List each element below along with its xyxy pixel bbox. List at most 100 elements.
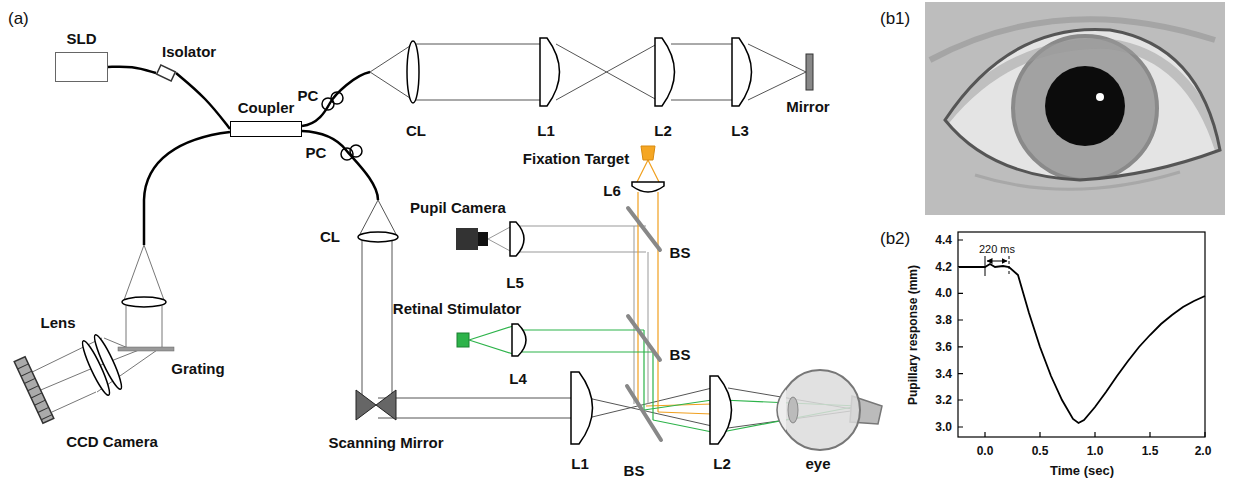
tick-label: 0.5 (1032, 445, 1049, 457)
sample-beam (378, 398, 573, 418)
beam-splitter (627, 208, 661, 440)
component-label: SLD (67, 31, 97, 46)
lens (571, 372, 593, 444)
tick-label: 4.4 (935, 234, 952, 246)
fixation-beam (646, 404, 712, 414)
reference-beam (748, 44, 806, 100)
eye-photo (945, 36, 1220, 180)
component-label: Isolator (162, 44, 216, 59)
spectrometer-beam (24, 245, 164, 412)
chart-axes (985, 432, 1205, 437)
part-label: CL (320, 229, 340, 244)
part-label: CL (406, 123, 426, 138)
spectrometer-beam (126, 306, 162, 347)
part-label: eye (805, 456, 830, 471)
chart-axes (958, 232, 1205, 437)
reference-beam (556, 44, 657, 100)
eye-illustration (788, 397, 798, 423)
panel-label: (b2) (880, 230, 910, 247)
reference-beam (413, 44, 542, 100)
tick-label: 4.2 (935, 261, 952, 273)
latency-marker (987, 261, 1007, 262)
part-label: Retinal Stimulator (393, 301, 521, 316)
pupil-camera-beam (634, 226, 648, 404)
part-label: PC (306, 145, 327, 160)
annotation: 220 ms (979, 244, 1015, 255)
coupler-box: Coupler (230, 121, 302, 137)
fixation-beam (636, 160, 712, 414)
pupil-camera (478, 232, 488, 246)
part-label: Lens (40, 315, 75, 330)
chart-axes (958, 232, 1205, 437)
eye-photo (1096, 93, 1104, 101)
ccd-camera (18, 364, 53, 420)
chart-axes (958, 240, 963, 427)
lens (407, 38, 752, 106)
pupil-camera (456, 228, 478, 250)
lens (79, 333, 125, 398)
eye-photo (945, 44, 1220, 150)
ccd-camera (14, 357, 54, 424)
axis-title: Time (sec) (1050, 464, 1114, 477)
lens (510, 182, 732, 444)
lens (91, 333, 125, 392)
sample-beam (362, 240, 392, 396)
pupil-camera-beam (488, 226, 512, 252)
component-label: Coupler (238, 100, 295, 115)
pupil-camera-beam (520, 226, 646, 252)
lens (732, 38, 752, 106)
part-label: BS (670, 245, 691, 260)
tick-label: 3.2 (935, 394, 952, 406)
retinal-stimulator (457, 333, 469, 347)
part-label: CCD Camera (66, 434, 158, 449)
stimulus-beam (469, 326, 513, 354)
part-label: L1 (537, 123, 555, 138)
lens (655, 38, 675, 106)
part-label: Fixation Target (523, 151, 629, 166)
eye-photo (945, 29, 1220, 180)
tick-label: 2.0 (1195, 445, 1212, 457)
part-label: L6 (603, 183, 621, 198)
lens (122, 297, 166, 307)
eye-illustration (777, 388, 786, 432)
tick-label: 0.0 (977, 445, 994, 457)
reference-mirror (806, 54, 813, 90)
sample-beam (359, 200, 397, 236)
beam-splitter (628, 316, 660, 360)
spectrometer-beam (124, 245, 164, 300)
lens (510, 222, 524, 256)
eye-photo (925, 2, 1225, 215)
beam-splitter (627, 386, 661, 440)
tick-label: 1.5 (1142, 445, 1159, 457)
ccd-camera (14, 357, 54, 424)
pupil-camera (456, 228, 488, 250)
eye-photo (945, 29, 1220, 180)
part-label: Grating (171, 361, 224, 376)
isolator-outline (156, 66, 176, 80)
polarization-controller (350, 145, 362, 157)
axis-title: Pupillary response (mm) (907, 265, 919, 405)
lens (540, 38, 560, 106)
tick-label: 3.0 (935, 421, 952, 433)
light-source-box: SLD (55, 52, 108, 82)
eye-illustration (780, 370, 860, 450)
polarization-controller (331, 92, 343, 104)
polarization-controller (322, 98, 334, 110)
tick-label: 3.4 (935, 368, 952, 380)
part-label: L1 (571, 456, 589, 471)
tick-label: 3.8 (935, 314, 952, 326)
part-label: L4 (509, 371, 527, 386)
lens (512, 324, 526, 356)
panel-label: (b1) (880, 10, 910, 27)
part-label: Pupil Camera (410, 200, 506, 215)
fixation-beam (636, 160, 660, 184)
scanning-mirror (356, 390, 396, 420)
part-label: Scanning Mirror (328, 435, 443, 450)
latency-marker (985, 256, 1009, 276)
part-label: L5 (506, 275, 524, 290)
optical-fiber (176, 73, 230, 129)
latency-marker (1009, 256, 1010, 276)
